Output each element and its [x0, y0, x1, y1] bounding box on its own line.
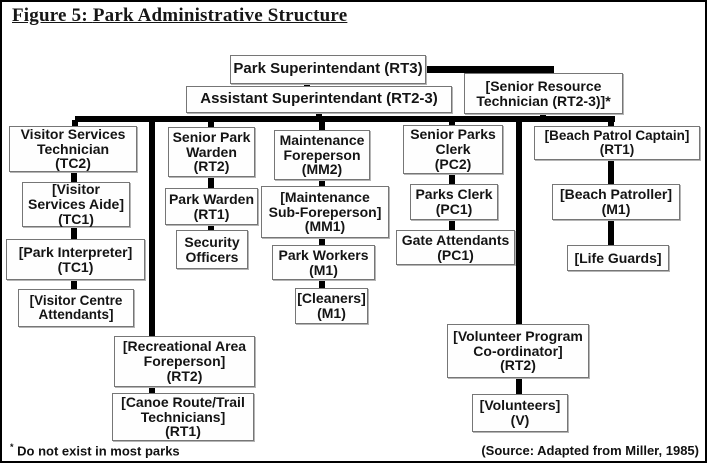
connector: [316, 111, 322, 118]
org-node-park-workers: Park Workers (M1): [272, 245, 375, 280]
figure-number: Figure 5: [12, 5, 82, 26]
org-node-maintenance-sub-foreperson: [Maintenance Sub-Foreperson] (MM1): [261, 186, 389, 238]
connector: [72, 120, 78, 128]
connector: [319, 178, 325, 187]
footnote-text: Do not exist in most parks: [13, 443, 180, 458]
org-node-gate-attendants: Gate Attendants (PC1): [396, 230, 515, 265]
connector: [540, 112, 546, 118]
org-node-park-interpreter: [Park Interpreter] (TC1): [6, 239, 145, 280]
figure-title: Figure 5: Park Administrative Structure: [12, 5, 347, 27]
connector: [608, 120, 614, 128]
org-node-maintenance-foreperson: Maintenance Foreperson (MM2): [274, 130, 370, 180]
connector: [424, 66, 554, 73]
org-node-beach-patroller: [Beach Patroller] (M1): [552, 184, 680, 220]
org-node-senior-parks-clerk: Senior Parks Clerk (PC2): [403, 125, 503, 174]
title-separator: :: [81, 5, 93, 26]
org-node-visitor-centre-attendants: [Visitor Centre Attendants]: [18, 289, 134, 327]
footnote: * Do not exist in most parks: [10, 442, 180, 458]
connector: [75, 116, 615, 122]
org-node-parks-clerk: Parks Clerk (PC1): [410, 184, 498, 220]
figure-title-text: Park Administrative Structure: [92, 5, 348, 26]
connector: [71, 278, 77, 290]
org-node-recreational-area-foreperson: [Recreational Area Foreperson] (RT2): [114, 336, 255, 387]
connector: [208, 223, 214, 231]
connector: [149, 385, 155, 394]
org-node-canoe-route-trail-technicians: [Canoe Route/Trail Technicians] (RT1): [112, 393, 254, 441]
org-node-life-guards: [Life Guards]: [567, 245, 669, 271]
connector: [608, 218, 614, 246]
org-node-senior-resource-technician: [Senior Resource Technician (RT2-3)]*: [464, 73, 623, 114]
org-node-volunteers: [Volunteers] (V): [472, 394, 568, 432]
org-node-park-warden: Park Warden (RT1): [165, 188, 258, 225]
connector: [516, 116, 522, 325]
source-citation: (Source: Adapted from Miller, 1985): [481, 443, 699, 458]
connector: [449, 172, 455, 185]
footnote-marker: *: [10, 441, 14, 452]
connector: [608, 158, 614, 185]
connector: [304, 81, 310, 88]
connector: [516, 377, 522, 395]
org-node-visitor-services-aide: [Visitor Services Aide] (TC1): [22, 182, 130, 227]
org-node-beach-patrol-captain: [Beach Patrol Captain] (RT1): [534, 126, 700, 160]
connector: [208, 120, 214, 129]
connector: [71, 225, 77, 240]
org-node-security-officers: Security Officers: [176, 230, 248, 269]
connector: [319, 120, 325, 131]
org-node-senior-park-warden: Senior Park Warden (RT2): [168, 127, 255, 177]
org-node-visitor-services-technician: Visitor Services Technician (TC2): [9, 126, 137, 172]
connector: [319, 236, 325, 246]
org-node-cleaners: [Cleaners] (M1): [295, 288, 368, 324]
connector: [208, 175, 214, 189]
connector: [319, 278, 325, 289]
org-node-volunteer-program-coordinator: [Volunteer Program Co-ordinator] (RT2): [447, 324, 589, 378]
org-node-assistant-superintendant: Assistant Superintendant (RT2-3): [186, 86, 452, 113]
connector: [71, 170, 77, 183]
connector: [149, 116, 155, 337]
connector: [449, 218, 455, 231]
connector: [449, 120, 455, 127]
org-node-park-superintendant: Park Superintendant (RT3): [230, 55, 426, 84]
